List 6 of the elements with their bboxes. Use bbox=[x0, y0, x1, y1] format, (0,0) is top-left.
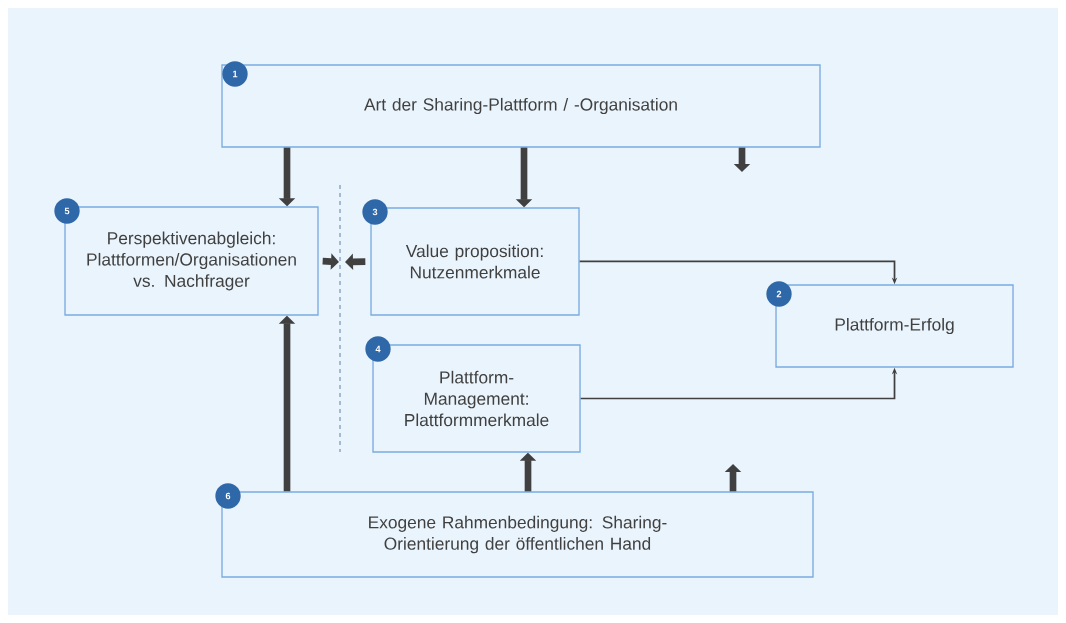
number-badge: 6 bbox=[215, 483, 241, 509]
number-badge: 1 bbox=[222, 61, 248, 87]
number-badge: 4 bbox=[365, 336, 391, 362]
number-badge: 3 bbox=[362, 199, 388, 225]
number-badge: 5 bbox=[54, 198, 80, 224]
number-badge: 2 bbox=[766, 281, 792, 307]
